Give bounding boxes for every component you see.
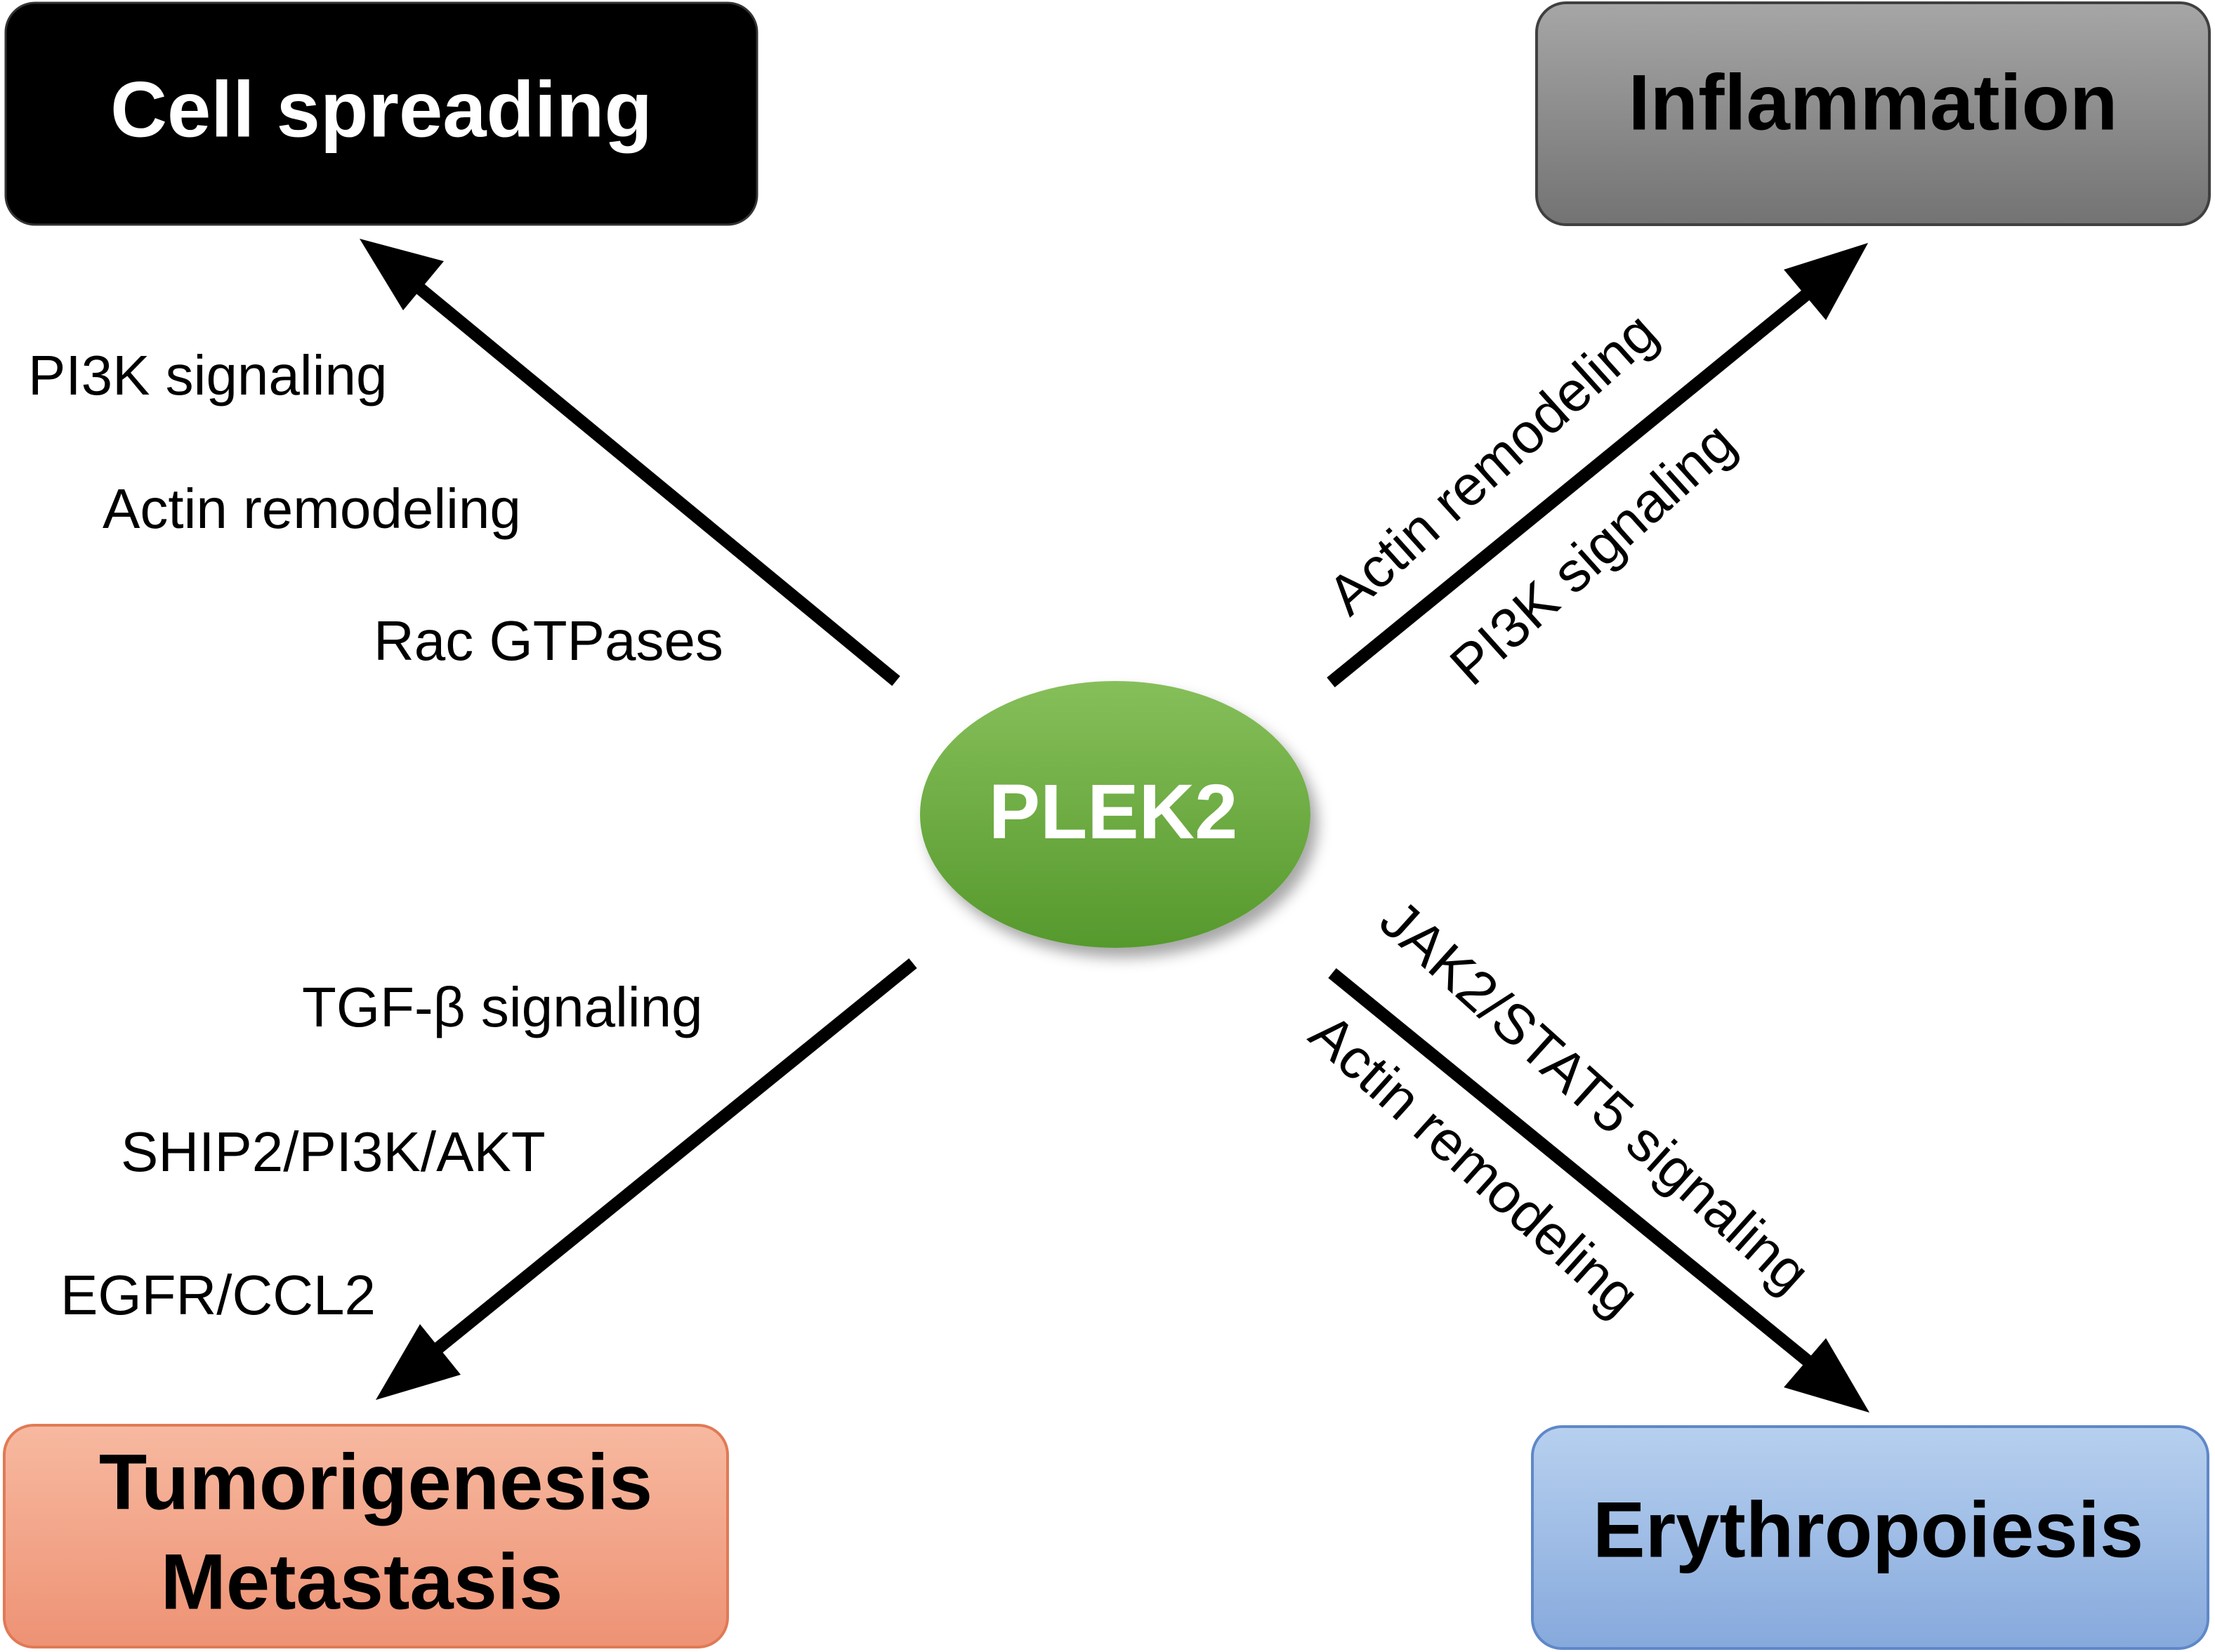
tumorigenesis-pathway-3: EGFR/CCL2 <box>60 1264 376 1326</box>
arrow-to-cell-spreading <box>360 239 900 686</box>
arrow-to-tumorigenesis <box>376 958 917 1400</box>
arrow-to-erythropoiesis <box>1328 968 1869 1413</box>
cell-spreading-pathway-2: Actin remodeling <box>103 477 521 540</box>
erythropoiesis-label: Erythropoiesis <box>1593 1486 2143 1574</box>
plek2-node: PLEK2 <box>920 681 1310 948</box>
cell-spreading-pathway-3: Rac GTPases <box>374 609 723 672</box>
metastasis-label: Metastasis <box>161 1538 563 1626</box>
tumorigenesis-box: Tumorigenesis Metastasis <box>3 1424 729 1648</box>
cell-spreading-pathway-1: PI3K signaling <box>28 344 387 407</box>
inflammation-box: Inflammation <box>1535 1 2211 226</box>
plek2-label: PLEK2 <box>989 769 1238 855</box>
arrow-to-inflammation <box>1327 243 1868 687</box>
tumorigenesis-pathway-1: TGF-β signaling <box>302 976 703 1038</box>
cell-spreading-box: Cell spreading <box>4 1 758 226</box>
tumorigenesis-pathway-2: SHIP2/PI3K/AKT <box>121 1121 546 1183</box>
inflammation-pathway-1: Actin remodeling <box>1316 300 1669 627</box>
erythropoiesis-box: Erythropoiesis <box>1531 1425 2209 1650</box>
tumorigenesis-label: Tumorigenesis <box>99 1439 652 1526</box>
erythropoiesis-pathway-2: Actin remodeling <box>1299 1001 1651 1328</box>
cell-spreading-label: Cell spreading <box>110 66 652 154</box>
inflammation-label: Inflammation <box>1629 59 2118 147</box>
